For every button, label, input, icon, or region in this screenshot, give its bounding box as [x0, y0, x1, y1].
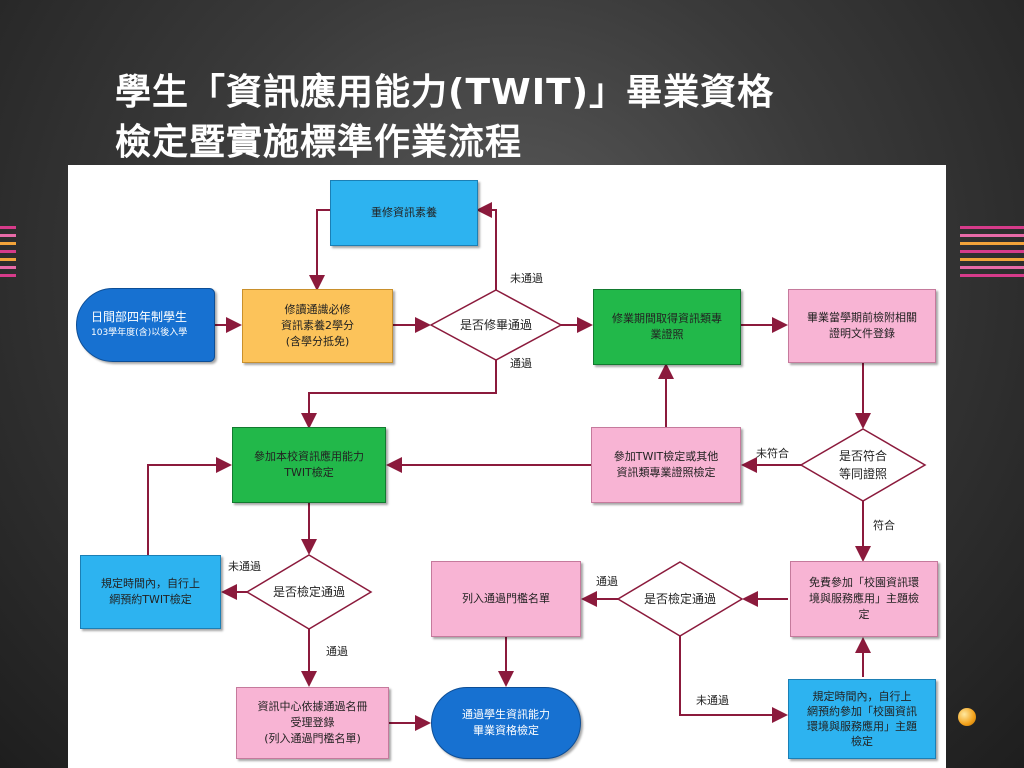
slide-title: 學生「資訊應用能力(TWIT)」畢業資格 檢定暨實施標準作業流程 — [115, 68, 915, 168]
self-book-theme-label: 規定時間內，自行上 網預約參加「校園資訊 環境與服務應用」主題 檢定 — [807, 690, 917, 748]
school-twit-node: 參加本校資訊應用能力 TWIT檢定 — [232, 427, 386, 503]
register-label: 資訊中心依據通過名冊 受理登錄 (列入通過門檻名單) — [257, 700, 368, 745]
self-book-theme-node: 規定時間內，自行上 網預約參加「校園資訊 環境與服務應用」主題 檢定 — [788, 679, 936, 759]
free-exam-label: 免費參加「校園資訊環 境與服務應用」主題檢 定 — [809, 576, 919, 621]
start-node-line2: 103學年度(含)以後入學 — [91, 328, 188, 338]
edge-label-pass-course: 通過 — [510, 357, 532, 370]
edge-label-match: 符合 — [873, 519, 895, 532]
end-node: 通過學生資訊能力 畢業資格檢定 — [431, 687, 581, 759]
other-cert-label: 參加TWIT檢定或其他 資訊類專業證照檢定 — [613, 450, 719, 479]
decision-equivalent-label: 是否符合 等同證照 — [838, 449, 887, 481]
other-cert-node: 參加TWIT檢定或其他 資訊類專業證照檢定 — [591, 427, 741, 503]
upload-docs-node: 畢業當學期前檢附相關 證明文件登錄 — [788, 289, 936, 363]
retake-node-label: 重修資訊素養 — [371, 206, 437, 219]
start-node: 日間部四年制學生 103學年度(含)以後入學 — [76, 288, 215, 362]
slide-title-line1: 學生「資訊應用能力(TWIT)」畢業資格 — [115, 72, 775, 113]
edge-label-not-match: 未符合 — [756, 447, 789, 460]
edge-examdecision-selftheme — [679, 636, 788, 723]
edge-label-fail-twit: 未通過 — [228, 560, 261, 573]
flowchart-panel: 日間部四年制學生 103學年度(含)以後入學 重修資訊素養 修讀通識必修 資訊素… — [68, 165, 946, 768]
edge-retake-course — [309, 209, 330, 291]
free-exam-node: 免費參加「校園資訊環 境與服務應用」主題檢 定 — [790, 561, 938, 637]
edge-selfbook-twit — [147, 457, 232, 555]
list-threshold-node: 列入通過門檻名單 — [431, 561, 581, 637]
slide-title-line2: 檢定暨實施標準作業流程 — [115, 122, 523, 163]
flowchart-connectors — [147, 202, 927, 731]
self-book-twit-node: 規定時間內，自行上 網預約TWIT檢定 — [80, 555, 221, 629]
end-label: 通過學生資訊能力 畢業資格檢定 — [462, 708, 550, 737]
start-node-line1: 日間部四年制學生 — [91, 310, 188, 324]
bullet-dot-icon — [958, 708, 976, 726]
decision-exam-label: 是否檢定通過 — [643, 592, 716, 606]
school-twit-label: 參加本校資訊應用能力 TWIT檢定 — [254, 450, 364, 479]
self-book-twit-label: 規定時間內，自行上 網預約TWIT檢定 — [101, 577, 200, 606]
edge-label-pass-exam: 通過 — [596, 575, 618, 588]
edge-decision-twit — [301, 360, 497, 429]
edge-decision-retake — [476, 202, 497, 290]
course-node-label: 修讀通識必修 資訊素養2學分 (含學分抵免) — [281, 303, 354, 348]
upload-docs-label: 畢業當學期前檢附相關 證明文件登錄 — [807, 311, 917, 340]
left-stripe-decoration — [0, 222, 16, 286]
decision-course-label: 是否修畢通過 — [459, 318, 532, 332]
cert-during-study-node: 修業期間取得資訊類專 業證照 — [593, 289, 741, 365]
decision-twit-label: 是否檢定通過 — [272, 585, 345, 599]
retake-node: 重修資訊素養 — [330, 180, 478, 246]
right-stripe-decoration — [960, 222, 1024, 286]
edge-label-fail-exam: 未通過 — [696, 694, 729, 707]
cert-during-study-label: 修業期間取得資訊類專 業證照 — [612, 312, 722, 341]
edge-label-fail-course: 未通過 — [510, 272, 543, 285]
edge-label-pass-twit: 通過 — [326, 645, 348, 658]
course-node: 修讀通識必修 資訊素養2學分 (含學分抵免) — [242, 289, 393, 363]
register-node: 資訊中心依據通過名冊 受理登錄 (列入通過門檻名單) — [236, 687, 389, 759]
list-threshold-label: 列入通過門檻名單 — [462, 592, 550, 605]
